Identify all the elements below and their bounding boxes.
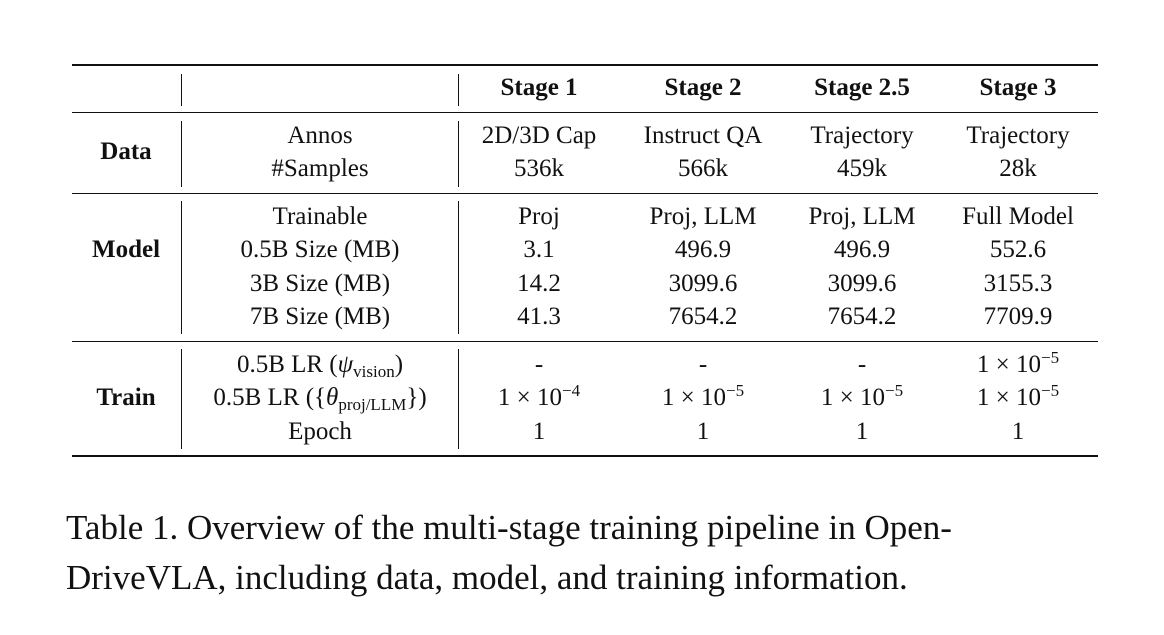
table-cell: - xyxy=(698,351,708,378)
data-divider-right xyxy=(458,121,460,187)
row-label-lr-proj-llm: 0.5B LR ({θproj/LLM}) xyxy=(213,384,427,414)
lr-exponent: −5 xyxy=(1041,348,1060,367)
table-cell: 41.3 xyxy=(517,303,561,330)
table-cell: 566k xyxy=(678,155,728,182)
table-cell: Full Model xyxy=(962,203,1074,230)
train-divider-left xyxy=(181,349,183,449)
table-cell: Proj xyxy=(518,203,560,230)
caption-line-2: DriveVLA, including data, model, and tra… xyxy=(66,558,908,597)
column-header-stage-2: Stage 2 xyxy=(664,74,742,101)
table-cell: 1 × 10−5 xyxy=(661,381,745,412)
row-label-lr-vision: 0.5B LR (ψvision) xyxy=(236,351,404,381)
psi-symbol: ψ xyxy=(337,351,354,378)
row-label-7b-size: 7B Size (MB) xyxy=(249,303,391,330)
table-cell: 3099.6 xyxy=(668,270,738,297)
data-group-rule xyxy=(72,193,1098,195)
table-cell: Trajectory xyxy=(966,122,1070,149)
table-cell: - xyxy=(857,351,867,378)
table-cell: 1 × 10−5 xyxy=(820,381,904,412)
column-header-stage-1: Stage 1 xyxy=(500,74,578,101)
lr-mantissa: 1 × 10 xyxy=(976,351,1042,378)
row-label-suffix: }) xyxy=(406,384,427,411)
lr-exponent: −5 xyxy=(1041,381,1060,400)
table-cell: 28k xyxy=(999,155,1037,182)
header-divider-left xyxy=(181,74,183,106)
column-header-stage-2-5: Stage 2.5 xyxy=(814,74,910,101)
table-cell: 496.9 xyxy=(833,236,891,263)
table-cell: 3.1 xyxy=(523,236,555,263)
group-label-data: Data xyxy=(100,138,152,165)
model-group-rule xyxy=(72,341,1098,343)
table-cell: 459k xyxy=(837,155,887,182)
lr-exponent: −4 xyxy=(562,381,581,400)
row-label-trainable: Trainable xyxy=(272,203,368,230)
table-cell: 1 xyxy=(532,418,546,445)
data-divider-left xyxy=(181,121,183,187)
table-cell: Trajectory xyxy=(810,122,914,149)
table-cell: 1 × 10−5 xyxy=(976,348,1060,379)
row-label-3b-size: 3B Size (MB) xyxy=(249,270,391,297)
lr-mantissa: 1 × 10 xyxy=(820,384,886,411)
row-label-0-5b-size: 0.5B Size (MB) xyxy=(240,236,400,263)
train-divider-right xyxy=(458,349,460,449)
row-label-subscript: vision xyxy=(353,362,395,381)
column-header-stage-3: Stage 3 xyxy=(979,74,1057,101)
table-cell: 1 xyxy=(1011,418,1025,445)
table-caption: Table 1. Overview of the multi-stage tra… xyxy=(66,503,1106,603)
top-rule xyxy=(72,64,1098,66)
model-divider-left xyxy=(181,201,183,334)
table-cell: 3099.6 xyxy=(827,270,897,297)
lr-mantissa: 1 × 10 xyxy=(661,384,727,411)
row-label-subscript: proj/LLM xyxy=(338,395,407,414)
table-cell: 2D/3D Cap xyxy=(481,122,597,149)
table-cell: 14.2 xyxy=(517,270,561,297)
header-divider-right xyxy=(458,74,460,106)
table-cell: 1 xyxy=(696,418,710,445)
table-cell: Proj, LLM xyxy=(808,203,916,230)
table-cell: Instruct QA xyxy=(643,122,763,149)
row-label-prefix: 0.5B LR ( xyxy=(236,351,338,378)
table-cell: 552.6 xyxy=(989,236,1047,263)
table-cell: 1 × 10−5 xyxy=(976,381,1060,412)
lr-exponent: −5 xyxy=(726,381,745,400)
caption-line-1: Table 1. Overview of the multi-stage tra… xyxy=(66,508,952,547)
row-label-annos: Annos xyxy=(287,122,353,149)
row-label-samples: #Samples xyxy=(271,155,369,182)
table-cell: 1 xyxy=(855,418,869,445)
theta-symbol: θ xyxy=(326,384,339,411)
table-cell: 7709.9 xyxy=(983,303,1053,330)
row-label-epoch: Epoch xyxy=(288,418,352,445)
table-cell: 1 × 10−4 xyxy=(497,381,581,412)
table-cell: 7654.2 xyxy=(827,303,897,330)
lr-mantissa: 1 × 10 xyxy=(976,384,1042,411)
table-cell: 536k xyxy=(514,155,564,182)
header-rule xyxy=(72,112,1098,114)
table-cell: - xyxy=(534,351,544,378)
table-cell: 496.9 xyxy=(674,236,732,263)
row-label-suffix: ) xyxy=(394,351,404,378)
group-label-model: Model xyxy=(91,236,161,263)
lr-exponent: −5 xyxy=(885,381,904,400)
table-cell: 7654.2 xyxy=(668,303,738,330)
model-divider-right xyxy=(458,201,460,334)
group-label-train: Train xyxy=(96,384,156,411)
row-label-prefix: 0.5B LR ({ xyxy=(213,384,327,411)
lr-mantissa: 1 × 10 xyxy=(497,384,563,411)
bottom-rule xyxy=(72,455,1098,457)
table-cell: 3155.3 xyxy=(983,270,1053,297)
table-cell: Proj, LLM xyxy=(649,203,757,230)
